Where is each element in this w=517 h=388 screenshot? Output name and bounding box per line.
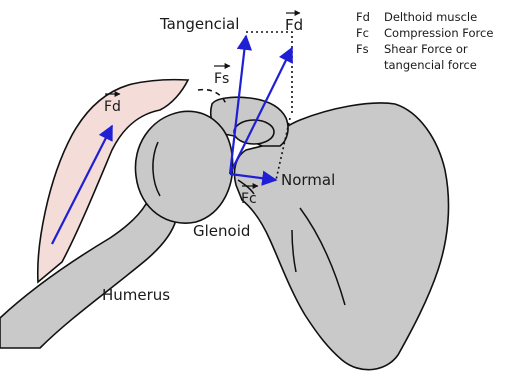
legend-abbr-1: Fc: [356, 26, 369, 40]
label-fs: Fs: [214, 71, 229, 87]
label-tangencial: Tangencial: [159, 15, 239, 33]
humerus-shaft: [0, 204, 176, 348]
label-humerus: Humerus: [102, 286, 170, 304]
legend-text-3: tangencial force: [384, 58, 477, 72]
label-glenoid: Glenoid: [193, 222, 250, 240]
label-fd-muscle: Fd: [104, 99, 121, 115]
humeral-head: [135, 111, 232, 223]
label-normal: Normal: [281, 171, 335, 189]
label-fs-group: Fs: [214, 66, 230, 87]
legend-abbr-2: Fs: [356, 42, 369, 56]
legend-text-2: Shear Force or: [384, 42, 468, 56]
legend-text-1: Compression Force: [384, 26, 493, 40]
label-fd-top: Fd: [285, 16, 303, 34]
legend: Fd Delthoid muscle Fc Compression Force …: [356, 10, 493, 72]
label-fc: Fc: [241, 191, 257, 207]
legend-abbr-0: Fd: [356, 10, 370, 24]
legend-text-0: Delthoid muscle: [384, 10, 477, 24]
label-fd-top-group: Fd: [285, 13, 303, 34]
